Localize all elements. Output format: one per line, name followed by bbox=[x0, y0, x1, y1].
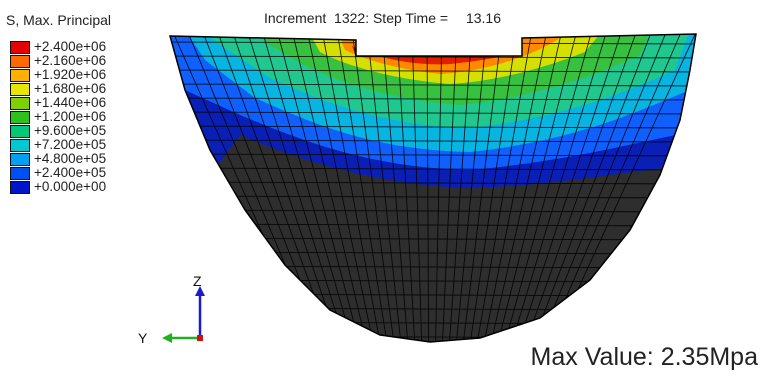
mesh-col-line bbox=[306, 34, 376, 342]
dam-body bbox=[170, 34, 696, 342]
increment-value: 1322 bbox=[334, 10, 366, 26]
y-axis-label: Y bbox=[138, 330, 148, 346]
mesh-col-line bbox=[276, 34, 362, 342]
mesh-col-line bbox=[396, 34, 416, 342]
mesh-row-line bbox=[170, 209, 696, 213]
mesh-row-line bbox=[170, 167, 696, 171]
x-axis-dot bbox=[197, 335, 203, 341]
color-legend: +2.400e+06+2.160e+06+1.920e+06+1.680e+06… bbox=[10, 40, 106, 194]
legend-row: +1.680e+06 bbox=[10, 82, 106, 96]
mesh-col-line bbox=[336, 34, 389, 342]
z-axis-arrow bbox=[195, 286, 205, 296]
mesh-col-line bbox=[351, 34, 396, 342]
legend-swatch bbox=[10, 110, 30, 124]
mesh-col-line bbox=[502, 34, 593, 342]
mesh-col-line bbox=[441, 34, 458, 342]
mesh-row-line bbox=[170, 139, 696, 143]
mesh-col-line bbox=[291, 34, 369, 342]
legend-value: +1.200e+06 bbox=[34, 109, 107, 124]
mesh-row-line bbox=[170, 125, 696, 129]
legend-value: +2.400e+06 bbox=[34, 39, 107, 54]
max-value-label: Max Value: 2.35Mpa bbox=[530, 343, 758, 371]
mesh-grid bbox=[170, 34, 696, 342]
mesh-col-line bbox=[246, 34, 349, 342]
step-time-label: Step Time = bbox=[372, 10, 449, 26]
legend-row: +2.400e+05 bbox=[10, 166, 106, 180]
mesh-col-line bbox=[455, 34, 488, 342]
mesh-col-line bbox=[542, 34, 683, 342]
legend-row: +7.200e+05 bbox=[10, 138, 106, 152]
legend-swatch bbox=[10, 138, 30, 152]
mesh-col-line bbox=[381, 34, 409, 342]
mesh-row-line bbox=[170, 55, 696, 59]
mesh-col-line bbox=[522, 34, 638, 342]
legend-swatch bbox=[10, 180, 30, 194]
mesh-col-line bbox=[321, 34, 382, 342]
mesh-row-line bbox=[170, 111, 696, 115]
legend-swatch bbox=[10, 54, 30, 68]
dam-outline bbox=[169, 33, 697, 343]
mesh-col-line bbox=[488, 34, 563, 342]
mesh-row-line bbox=[170, 69, 696, 73]
legend-value: +1.680e+06 bbox=[34, 81, 107, 96]
mesh-col-line bbox=[468, 34, 518, 342]
mesh-col-line bbox=[261, 34, 355, 342]
legend-swatch bbox=[10, 82, 30, 96]
mesh-col-line bbox=[448, 34, 473, 342]
y-axis-arrow bbox=[162, 333, 172, 343]
legend-swatch bbox=[10, 152, 30, 166]
legend-value: +1.440e+06 bbox=[34, 95, 107, 110]
legend-row: +4.800e+05 bbox=[10, 152, 106, 166]
mesh-col-line bbox=[482, 34, 548, 342]
increment-header: Increment 1322: Step Time = 13.16 bbox=[264, 10, 501, 26]
mesh-col-line bbox=[366, 34, 403, 342]
legend-row: +1.920e+06 bbox=[10, 68, 106, 82]
mesh-col-line bbox=[426, 34, 430, 342]
z-axis-label: Z bbox=[193, 273, 202, 289]
step-time-value: 13.16 bbox=[465, 10, 501, 26]
legend-row: +1.200e+06 bbox=[10, 110, 106, 124]
legend-row: +2.160e+06 bbox=[10, 54, 106, 68]
legend-row: +1.440e+06 bbox=[10, 96, 106, 110]
mesh-col-line bbox=[231, 34, 342, 342]
mesh-col-line bbox=[411, 34, 423, 342]
mesh-col-line bbox=[515, 34, 623, 342]
legend-swatch bbox=[10, 68, 30, 82]
legend-swatch bbox=[10, 166, 30, 180]
legend-value: +2.160e+06 bbox=[34, 53, 107, 68]
legend-row: +2.400e+06 bbox=[10, 40, 106, 54]
mesh-row-line bbox=[170, 195, 696, 199]
legend-swatch bbox=[10, 40, 30, 54]
mesh-col-line bbox=[509, 34, 608, 342]
mesh-col-line bbox=[475, 34, 533, 342]
legend-value: +9.600e+05 bbox=[34, 123, 107, 138]
mesh-row-line bbox=[170, 97, 696, 101]
legend-row: +0.000e+00 bbox=[10, 180, 106, 194]
legend-title: S, Max. Principal bbox=[6, 12, 112, 28]
legend-swatch bbox=[10, 124, 30, 138]
mesh-col-line bbox=[536, 34, 668, 342]
legend-swatch bbox=[10, 96, 30, 110]
mesh-col-line bbox=[461, 34, 503, 342]
legend-value: +0.000e+00 bbox=[34, 179, 107, 194]
legend-value: +1.920e+06 bbox=[34, 67, 107, 82]
axis-triad: Z Y bbox=[138, 273, 205, 346]
increment-label: Increment bbox=[264, 10, 327, 26]
mesh-col-line bbox=[495, 34, 578, 342]
mesh-col-line bbox=[529, 34, 653, 342]
legend-value: +7.200e+05 bbox=[34, 137, 107, 152]
legend-value: +4.800e+05 bbox=[34, 151, 107, 166]
band-red bbox=[352, 46, 522, 65]
legend-value: +2.400e+05 bbox=[34, 165, 107, 180]
legend-row: +9.600e+05 bbox=[10, 124, 106, 138]
mesh-col-line bbox=[434, 34, 443, 342]
